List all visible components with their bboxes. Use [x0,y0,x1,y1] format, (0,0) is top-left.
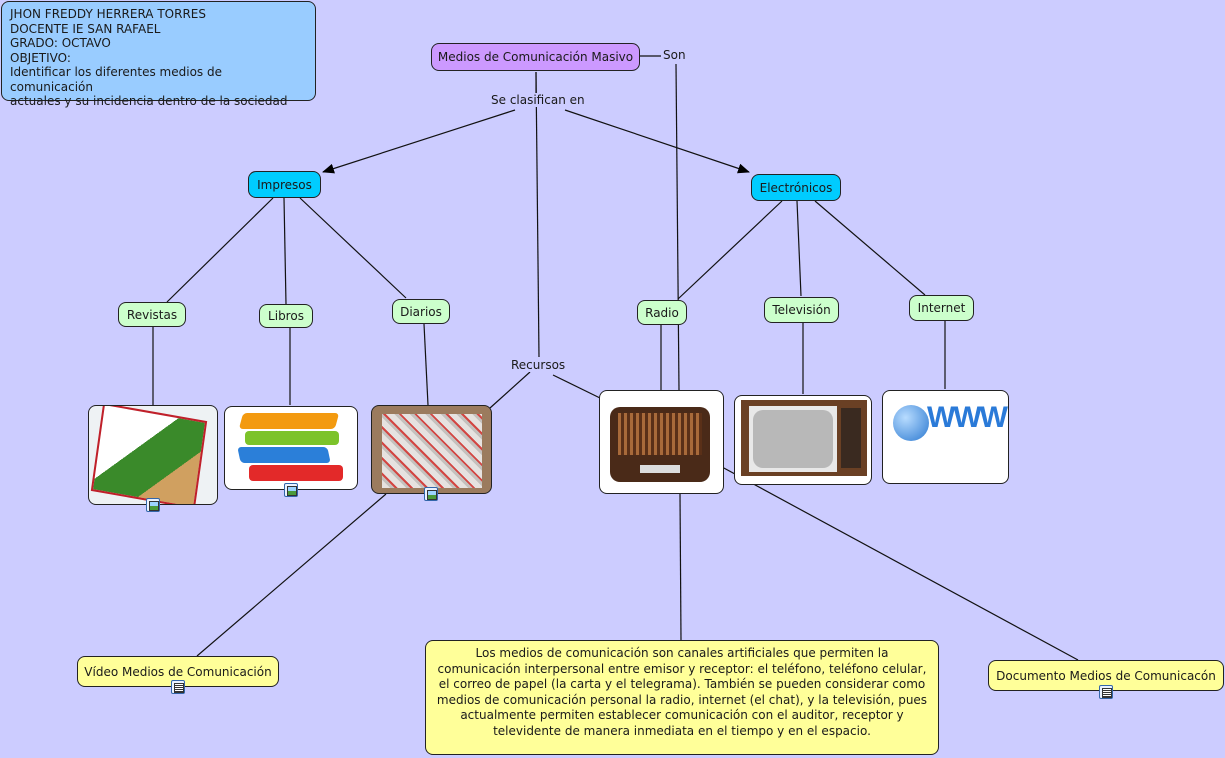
concept-radio[interactable]: Radio [637,300,687,325]
link-label-son[interactable]: Son [661,48,688,62]
link-son-radio [675,63,680,391]
image-attachment-icon[interactable] [146,498,160,512]
concept-impresos[interactable]: Impresos [248,171,321,198]
concept-diarios[interactable]: Diarios [392,299,450,324]
www-graphic: WWW [927,401,1008,434]
document-attachment-icon[interactable] [171,680,185,694]
radio-graphic [610,407,710,482]
link-label-se-clasifican-en[interactable]: Se clasifican en [489,93,587,107]
objective-line-1: Identificar los diferentes medios de com… [10,65,222,94]
arrow-to-impresos [322,109,516,174]
link-recursos-radio [552,374,601,399]
concept-revistas[interactable]: Revistas [118,302,186,327]
document-attachment-icon[interactable] [1099,685,1113,699]
description-text: Los medios de comunicación son canales a… [436,646,928,738]
link-recursos-diarios [489,371,531,409]
image-internet[interactable]: WWW [882,390,1009,484]
link-diarios-video [196,493,387,657]
image-libros[interactable] [224,406,358,490]
image-revista[interactable] [88,405,218,505]
teacher-school: DOCENTE IE SAN RAFAEL [10,21,161,36]
link-label-recursos[interactable]: Recursos [509,358,568,372]
concept-root[interactable]: Medios de Comunicación Masivo [431,43,640,71]
concept-television[interactable]: Televisión [764,297,839,323]
link-root-recursos [535,71,540,358]
concept-electronicos[interactable]: Electrónicos [751,174,841,201]
objective-label: OBJETIVO: [10,50,71,65]
author-info-box[interactable]: JHON FREDDY HERRERA TORRES DOCENTE IE SA… [1,1,316,108]
arrow-to-electronicos [564,109,750,174]
tv-graphic [741,400,867,476]
grade: GRADO: OCTAVO [10,36,111,50]
link-radio-documento [721,466,1079,661]
concept-libros[interactable]: Libros [259,304,313,328]
globe-graphic [893,405,929,441]
image-radio[interactable] [599,390,724,494]
magazine-cover-graphic [90,406,208,504]
objective-line-2: actuales y su incidencia dentro de la so… [10,94,288,108]
books-graphic [235,411,347,485]
concept-internet[interactable]: Internet [909,295,974,321]
description-note[interactable]: Los medios de comunicación son canales a… [425,640,939,755]
image-attachment-icon[interactable] [284,483,298,497]
image-television[interactable] [734,395,872,485]
newspapers-graphic [382,414,482,488]
link-radio-desc [679,493,682,641]
image-diarios[interactable] [371,405,492,494]
author-name: JHON FREDDY HERRERA TORRES [10,7,206,21]
image-attachment-icon[interactable] [424,487,438,501]
